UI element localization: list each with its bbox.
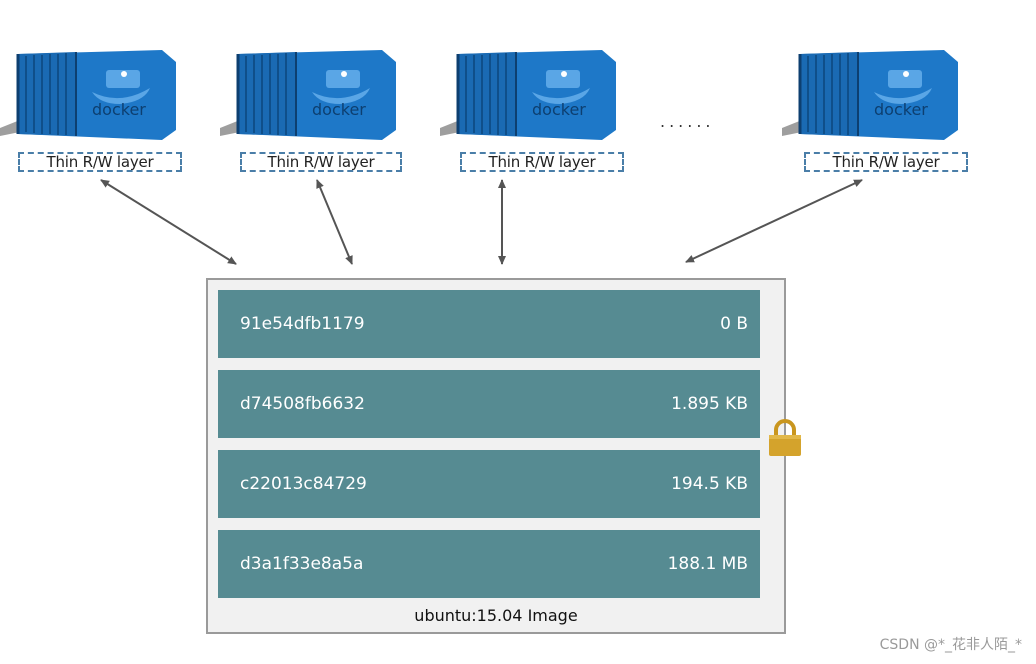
layer-id: c22013c84729 bbox=[240, 474, 367, 494]
container-1: docker Thin R/W layer bbox=[0, 44, 182, 174]
shipping-container-icon bbox=[782, 50, 958, 140]
watermark: CSDN @*_花非人陌_* bbox=[879, 637, 1022, 653]
image-layer: 91e54dfb1179 0 B bbox=[218, 290, 760, 358]
ellipsis: ...... bbox=[660, 112, 715, 131]
layer-size: 194.5 KB bbox=[671, 474, 748, 494]
container-2: docker Thin R/W layer bbox=[220, 44, 402, 174]
docker-logo-text: docker bbox=[312, 100, 366, 119]
arrow-container-1 bbox=[100, 179, 237, 265]
layer-id: d3a1f33e8a5a bbox=[240, 554, 364, 574]
arrow-container-2 bbox=[316, 179, 353, 265]
image-layer: c22013c84729 194.5 KB bbox=[218, 450, 760, 518]
arrow-container-4 bbox=[685, 179, 863, 263]
padlock-icon bbox=[769, 419, 801, 456]
layer-id: 91e54dfb1179 bbox=[240, 314, 365, 334]
image-caption: ubuntu:15.04 Image bbox=[414, 606, 578, 625]
docker-logo-text: docker bbox=[92, 100, 146, 119]
image-box: 91e54dfb1179 0 B d74508fb6632 1.895 KB c… bbox=[206, 278, 786, 634]
shipping-container-icon bbox=[220, 50, 396, 140]
thin-rw-layer-label: Thin R/W layer bbox=[240, 152, 402, 172]
shipping-container-icon bbox=[0, 50, 176, 140]
thin-rw-layer-label: Thin R/W layer bbox=[804, 152, 968, 172]
layer-size: 188.1 MB bbox=[667, 554, 748, 574]
container-4: docker Thin R/W layer bbox=[782, 44, 968, 174]
image-layer: d3a1f33e8a5a 188.1 MB bbox=[218, 530, 760, 598]
shipping-container-icon bbox=[440, 50, 616, 140]
container-3: docker Thin R/W layer bbox=[440, 44, 624, 174]
image-layer: d74508fb6632 1.895 KB bbox=[218, 370, 760, 438]
docker-logo-text: docker bbox=[532, 100, 586, 119]
layer-size: 0 B bbox=[720, 314, 748, 334]
docker-logo-text: docker bbox=[874, 100, 928, 119]
layer-size: 1.895 KB bbox=[671, 394, 748, 414]
layer-id: d74508fb6632 bbox=[240, 394, 365, 414]
thin-rw-layer-label: Thin R/W layer bbox=[460, 152, 624, 172]
thin-rw-layer-label: Thin R/W layer bbox=[18, 152, 182, 172]
